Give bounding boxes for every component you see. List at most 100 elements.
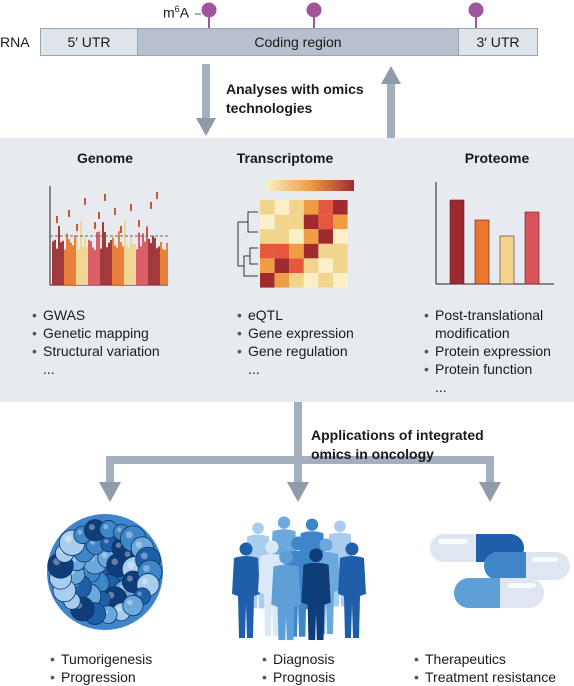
tumor-item: Tumorigenesis (50, 650, 152, 668)
heatmap-cell (260, 229, 275, 244)
manhattan-bar (118, 231, 120, 285)
dendrogram (237, 211, 258, 277)
heatmap-cell (260, 258, 275, 273)
manhattan-point (156, 192, 158, 199)
manhattan-bar (156, 248, 158, 285)
manhattan-bar (112, 237, 114, 285)
capsule-2 (484, 552, 570, 580)
manhattan-bar (134, 243, 136, 285)
arrow-to-people (287, 482, 309, 502)
manhattan-point (98, 212, 100, 219)
heatmap-cell (303, 200, 319, 215)
tumor-cell (122, 594, 144, 617)
protein-bar (524, 211, 540, 285)
tumor-item: Progression (50, 668, 152, 686)
three-prime-utr: 3′ UTR (458, 28, 538, 56)
manhattan-bar (72, 245, 74, 285)
heatmap-cell (260, 273, 275, 288)
applications-tree (106, 402, 494, 486)
arrow-up-feedback (381, 66, 401, 138)
transcriptome-item: Gene regulation (237, 342, 354, 360)
tumor-list: Tumorigenesis Progression (50, 650, 152, 686)
transcriptome-item: eQTL (237, 306, 354, 324)
manhattan-bar (96, 232, 98, 285)
people-list: Diagnosis Prognosis (262, 650, 335, 686)
heatmap-cell (303, 229, 319, 244)
manhattan-bar (158, 246, 160, 285)
heatmap-cell (274, 229, 290, 244)
genome-item: Genetic mapping (32, 324, 160, 342)
pills-item: Therapeutics (414, 650, 556, 668)
manhattan-bar (162, 249, 164, 285)
heatmap-cell (318, 214, 333, 230)
heatmap-cell (318, 258, 333, 273)
heatmap-cell (274, 258, 290, 273)
protein-bars (449, 199, 540, 285)
manhattan-point (84, 198, 86, 205)
manhattan-bar (60, 242, 62, 285)
manhattan-bar (88, 239, 90, 285)
pills-list: Therapeutics Treatment resistance (414, 650, 556, 686)
manhattan-bar (104, 231, 106, 285)
protein-bar (449, 199, 465, 285)
manhattan-point (94, 222, 96, 229)
heatmap-cell (303, 214, 319, 230)
transcriptome-list: eQTL Gene expression Gene regulation ... (237, 306, 354, 378)
transcriptome-item: Gene expression (237, 324, 354, 342)
manhattan-point (130, 204, 132, 211)
proteome-list: Post-translational modification Protein … (424, 306, 551, 396)
manhattan-bar (148, 238, 150, 285)
analysis-label-line2: technologies (226, 100, 313, 116)
m6a-label-sup: 6 (174, 4, 180, 14)
manhattan-plot (49, 186, 168, 286)
person-silhouette (338, 542, 366, 638)
heatmap-cell (318, 273, 333, 288)
heatmap-cell (260, 214, 275, 230)
genome-item: GWAS (32, 306, 160, 324)
applications-label: Applications of integrated omics in onco… (311, 426, 484, 464)
heatmap-cell (333, 258, 348, 273)
heatmap-cell (289, 200, 304, 215)
three-prime-utr-label: 3′ UTR (476, 34, 520, 50)
applications-label-line2: omics in oncology (311, 446, 434, 462)
heatmap-colorbar (266, 180, 354, 191)
manhattan-bar (132, 243, 134, 285)
heatmap-cell (274, 214, 290, 230)
heatmap-cell (289, 273, 304, 288)
manhattan-bar (86, 247, 88, 285)
manhattan-bar (52, 241, 54, 285)
heatmap-cell (289, 214, 304, 230)
manhattan-bar (128, 247, 130, 285)
heatmap-cell (318, 243, 333, 259)
manhattan-bar (142, 233, 144, 285)
manhattan-bar (122, 246, 124, 285)
manhattan-bar (62, 240, 64, 285)
manhattan-bar (94, 249, 96, 285)
manhattan-bar (70, 242, 72, 285)
heatmap-cell (333, 200, 348, 215)
heatmap-cell (333, 243, 348, 259)
manhattan-bar (110, 239, 112, 285)
manhattan-point (76, 224, 78, 231)
m6a-label: m6A (163, 4, 189, 21)
five-prime-utr: 5′ UTR (40, 28, 138, 56)
manhattan-bar (152, 235, 154, 285)
proteome-title: Proteome (464, 150, 530, 166)
transcriptome-more: ... (248, 361, 260, 377)
manhattan-bar (66, 233, 68, 285)
person-silhouette (271, 550, 301, 640)
m6a-pin-1 (201, 2, 217, 28)
heatmap-cell (274, 273, 290, 288)
heatmap-cell (303, 273, 319, 288)
pills-item: Treatment resistance (414, 668, 556, 686)
coding-region-label: Coding region (254, 34, 342, 50)
five-prime-utr-label: 5′ UTR (67, 34, 111, 50)
protein-bar (474, 219, 490, 285)
person-silhouette (232, 542, 260, 638)
proteome-bar-chart (435, 182, 554, 285)
manhattan-bar (84, 237, 86, 285)
manhattan-point (138, 220, 140, 227)
manhattan-point (68, 210, 70, 217)
manhattan-bar (164, 250, 166, 285)
protein-bar (499, 235, 515, 285)
